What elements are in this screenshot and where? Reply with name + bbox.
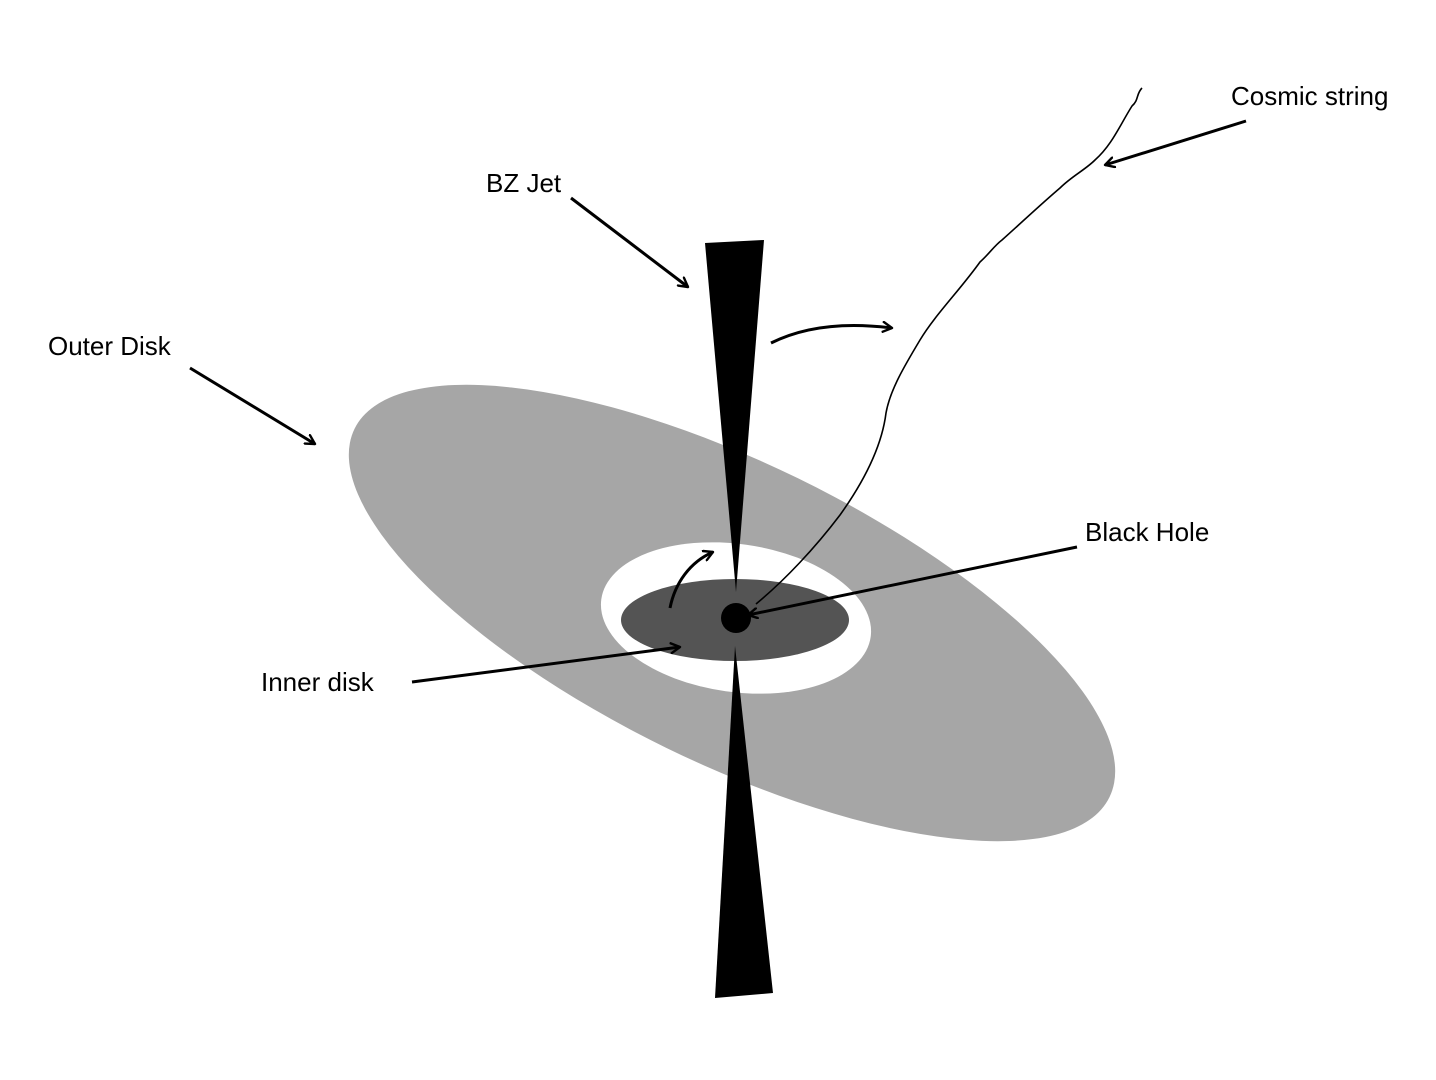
label-black-hole: Black Hole (1085, 517, 1209, 547)
black-hole (721, 603, 751, 633)
black-hole-pointer (748, 545, 1078, 615)
label-inner-disk: Inner disk (261, 667, 375, 697)
inner-disk-pointer (411, 647, 680, 684)
bz-jet-upper (705, 240, 764, 592)
cosmic-string (755, 87, 1143, 605)
label-cosmic-string: Cosmic string (1231, 81, 1388, 111)
label-outer-disk: Outer Disk (48, 331, 172, 361)
inner-curve-arrow (668, 552, 713, 609)
bz-jet-pointer (570, 196, 688, 287)
bz-jet-lower (715, 646, 773, 998)
label-bz-jet: BZ Jet (486, 168, 562, 198)
cosmic-string-pointer (1105, 119, 1247, 165)
jet-curve-arrow (770, 325, 892, 345)
outer-disk-pointer (189, 366, 315, 446)
